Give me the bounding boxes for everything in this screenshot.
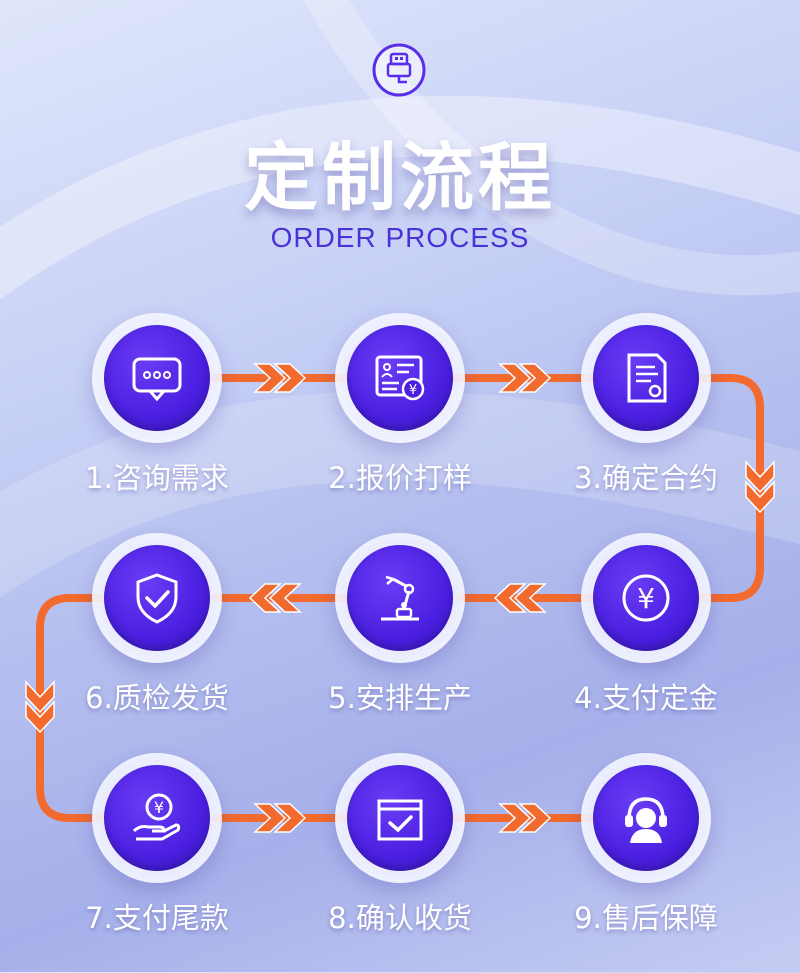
step-8: 8.确认收货 <box>290 753 510 973</box>
step-3: 3.确定合约 <box>536 313 756 533</box>
step-label: 8.确认收货 <box>328 901 472 935</box>
yuan-coin-icon: ¥ <box>622 574 670 622</box>
headset-support-icon <box>625 797 667 843</box>
step-9: 9.售后保障 <box>536 753 756 973</box>
shield-check-icon <box>136 573 178 624</box>
step-4: ¥ 4.支付定金 <box>536 533 756 753</box>
chat-bubble-icon <box>132 357 182 402</box>
svg-text:¥: ¥ <box>154 798 164 817</box>
page-subtitle: ORDER PROCESS <box>270 222 530 253</box>
hand-coin-icon: ¥ <box>132 793 181 841</box>
step-label: 9.售后保障 <box>574 901 718 935</box>
step-2: ¥ 2.报价打样 <box>290 313 510 533</box>
step-label: 3.确定合约 <box>574 461 718 495</box>
step-label: 5.安排生产 <box>328 681 472 715</box>
step-5: 5.安排生产 <box>290 533 510 753</box>
svg-text:¥: ¥ <box>637 582 655 615</box>
step-label: 7.支付尾款 <box>85 901 229 935</box>
svg-text:¥: ¥ <box>409 383 417 398</box>
step-label: 6.质检发货 <box>85 681 229 715</box>
box-check-icon <box>377 799 423 841</box>
usb-plug-icon <box>371 42 427 98</box>
step-7: ¥ 7.支付尾款 <box>47 753 267 973</box>
step-label: 2.报价打样 <box>328 461 472 495</box>
step-label: 1.咨询需求 <box>85 461 229 495</box>
quote-document-icon: ¥ <box>375 355 425 401</box>
page-title: 定制流程 <box>244 135 556 221</box>
robot-arm-icon <box>381 575 419 621</box>
contract-icon <box>627 353 667 403</box>
step-6: 6.质检发货 <box>47 533 267 753</box>
step-label: 4.支付定金 <box>574 681 718 715</box>
step-1: 1.咨询需求 <box>47 313 267 533</box>
